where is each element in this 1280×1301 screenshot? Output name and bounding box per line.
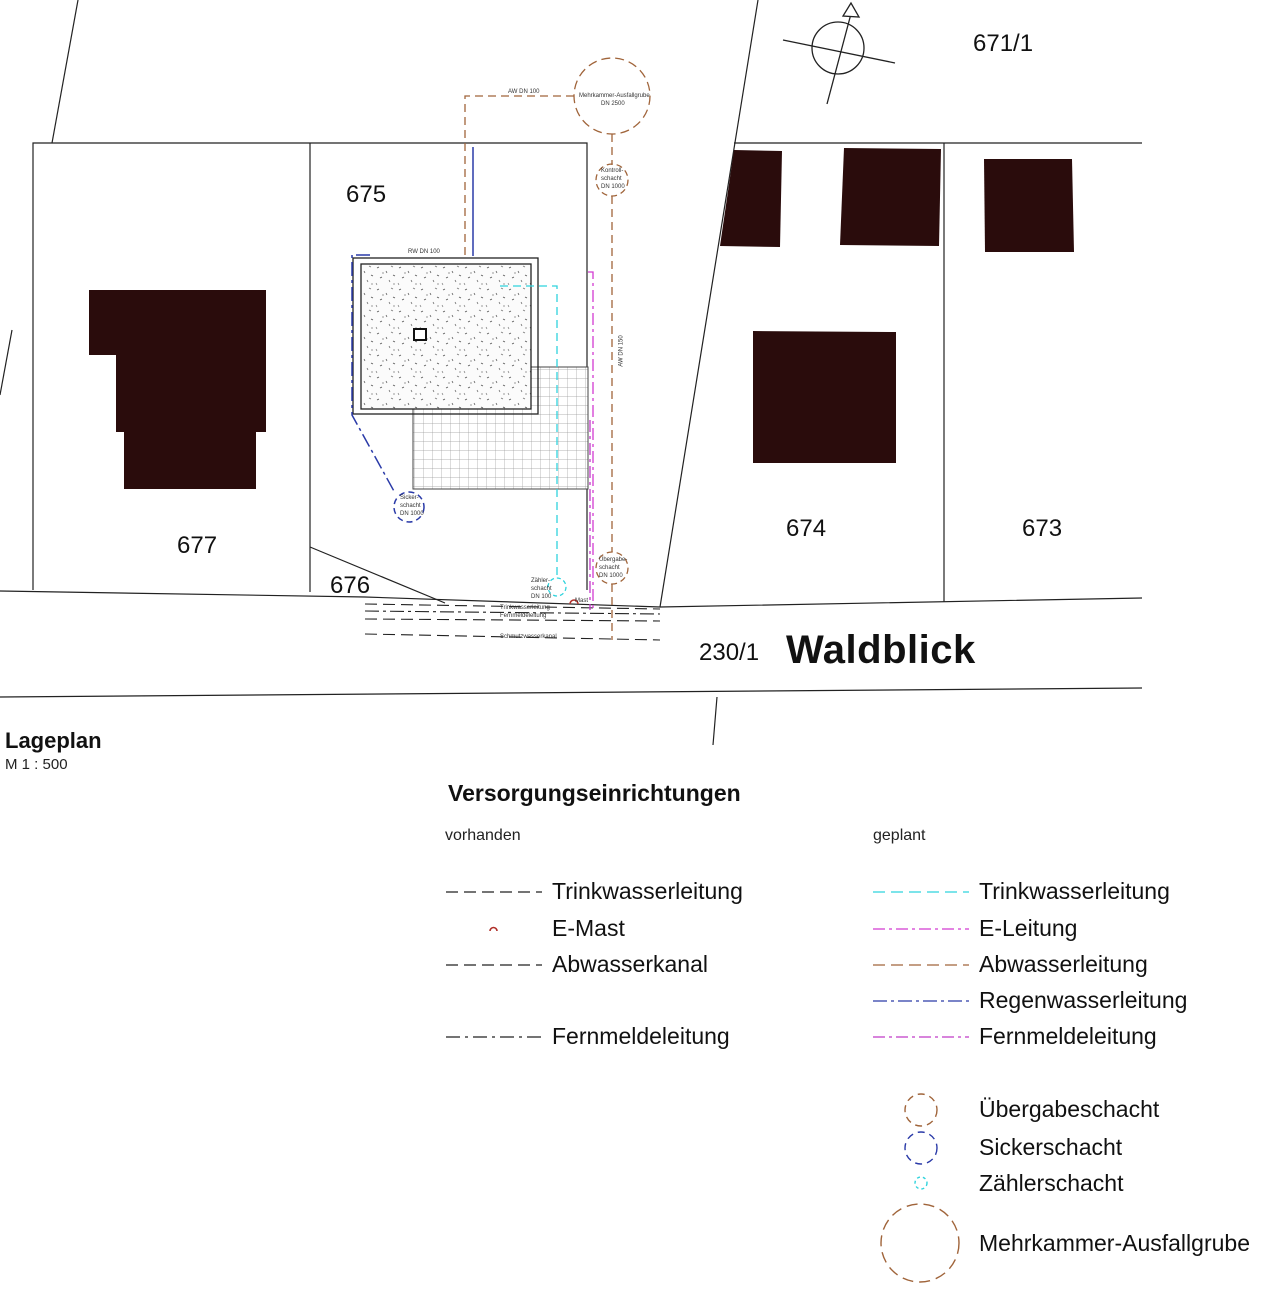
annotation-aw-dn150: AW DN 150	[618, 335, 625, 367]
annotation-aw-dn100: AW DN 100	[508, 89, 540, 95]
parcel-676: 676	[330, 572, 371, 599]
annotation-mehrkammer-dn: DN 2500	[601, 101, 625, 107]
parcel-boundaries	[0, 0, 1143, 746]
planned-sewer-lines	[464, 57, 651, 640]
existing-utility-lines	[364, 603, 661, 641]
parcel-671-1: 671/1	[973, 30, 1034, 57]
plan-title: Lageplan	[5, 728, 102, 753]
parcel-673: 673	[1022, 515, 1063, 542]
street-name: Waldblick	[786, 628, 976, 672]
annotation-sicker-schacht: schacht	[400, 503, 421, 509]
legend-shaft-symbols	[880, 1093, 960, 1283]
annotation-kontroll-schacht: schacht	[601, 176, 622, 182]
parcel-230-1: 230/1	[699, 639, 760, 666]
legend-title: Versorgungseinrichtungen	[448, 780, 741, 806]
annotation-uebergabe-dn: DN 1000	[599, 573, 623, 579]
legend-existing-item: Trinkwasserleitung	[552, 878, 743, 904]
legend-existing-item: E-Mast	[552, 915, 625, 941]
legend-planned-item: Trinkwasserleitung	[979, 878, 1170, 904]
sickerschacht-icon	[904, 1131, 938, 1165]
legend-planned-item: Regenwasserleitung	[979, 987, 1188, 1013]
planned-rainwater-lines	[351, 147, 474, 523]
legend-shaft-item: Zählerschacht	[979, 1170, 1124, 1196]
annotation-uebergabe-schacht: schacht	[599, 565, 620, 571]
annotation-uebergabe: Übergabe-	[599, 557, 628, 563]
legend-planned-item: Fernmeldeleitung	[979, 1023, 1157, 1049]
annotation-zaehler-schacht: schacht	[531, 586, 552, 592]
parcel-675: 675	[346, 181, 387, 208]
legend-planned-item: E-Leitung	[979, 915, 1078, 941]
annotation-rw-dn100-top: RW DN 100	[408, 249, 440, 255]
legend-planned-samples	[873, 891, 969, 1038]
north-arrow-icon	[782, 1, 896, 105]
annotation-mehrkammer: Mehrkammer-Ausfallgrube	[579, 93, 650, 99]
annotation-kontroll: Kontroll-	[601, 168, 624, 174]
planned-electric-lines	[588, 271, 594, 610]
legend-shaft-item: Mehrkammer-Ausfallgrube	[979, 1230, 1250, 1256]
annotation-schmutzwasserkanal: Schmutzwasserkanal	[500, 634, 557, 640]
legend-planned-item: Abwasserleitung	[979, 951, 1148, 977]
legend-existing-item: Abwasserkanal	[552, 951, 708, 977]
legend-planned-header: geplant	[873, 827, 926, 844]
plan-scale: M 1 : 500	[5, 756, 68, 773]
annotation-kontroll-dn: DN 1000	[601, 184, 625, 190]
legend-shaft-item: Übergabeschacht	[979, 1096, 1160, 1122]
annotation-fernmeldeleitung: Fernmeldeleitung	[500, 613, 547, 619]
e-mast-icon	[569, 599, 579, 605]
planned-water-lines	[500, 285, 567, 597]
legend-existing-header: vorhanden	[445, 827, 521, 844]
legend-e-mast-icon	[489, 926, 498, 932]
zaehlerschacht-icon	[914, 1176, 928, 1190]
planned-building	[352, 257, 589, 490]
uebergabeschacht-icon	[904, 1093, 938, 1127]
annotation-sicker: Sicker-	[400, 495, 419, 501]
existing-buildings	[89, 148, 1074, 489]
annotation-zaehler-dn: DN 100	[531, 594, 552, 600]
legend-shaft-item: Sickerschacht	[979, 1134, 1123, 1160]
annotation-sicker-dn: DN 1000	[400, 511, 424, 517]
parcel-674: 674	[786, 515, 827, 542]
mehrkammer-icon	[880, 1203, 960, 1283]
annotation-zaehler: Zähler-	[531, 578, 551, 584]
annotation-trinkwasserleitung: Trinkwasserleitung	[500, 605, 550, 611]
legend-existing-item: Fernmeldeleitung	[552, 1023, 730, 1049]
legend-existing-samples	[446, 891, 542, 1038]
annotation-mast: Mast	[575, 598, 589, 604]
parcel-677: 677	[177, 532, 218, 559]
